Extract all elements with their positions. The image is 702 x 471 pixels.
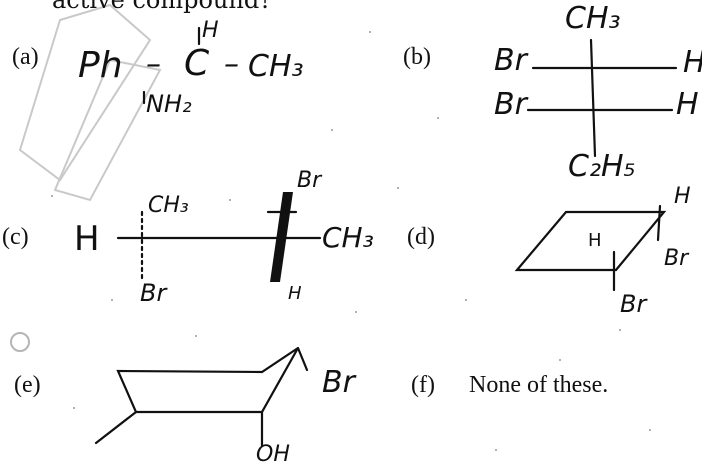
atom-d-h-top: H [674,184,691,209]
question-fragment: active compound? [52,0,273,14]
option-a-label: (a) [12,44,39,70]
bond-a-right: – [224,47,239,82]
atom-c-br-bottom: Br [140,279,167,307]
fischer-vertical [589,38,597,158]
atom-d-h-inner: H [588,230,602,251]
atom-d-br-bottom: Br [620,290,647,318]
wedge-bond-c [270,192,293,282]
atom-b-ch3: CH₃ [565,1,621,36]
bond-a-left: – [146,47,161,82]
atom-c-ch3-top: CH₃ [148,193,189,218]
atom-b-h1: H [683,48,702,78]
option-d-label: (d) [407,224,435,250]
atom-a-ch3: CH₃ [248,49,304,84]
atom-b-br2: Br [494,87,527,122]
option-e-label: (e) [14,372,41,398]
option-f-label: (f) [411,372,435,398]
option-b-label: (b) [403,44,431,70]
ring-d [514,210,667,272]
atom-e-oh: OH [256,442,290,467]
atom-c-br-top: Br [297,168,322,193]
atom-c-h-bottom: H [288,283,302,304]
atom-b-br1: Br [494,43,527,78]
atom-a-c: C [184,43,210,84]
atom-d-br-right: Br [664,246,689,271]
atom-a-ph: Ph [78,45,123,86]
atom-b-h2: H [676,87,699,122]
atom-c-ch3-right: CH₃ [322,221,374,254]
atom-b-c2h5: C₂H₅ [568,149,636,184]
atom-c-h-left: H [74,219,100,259]
atom-a-nh2: NH₂ [146,90,192,118]
option-c-label: (c) [2,224,29,250]
atom-e-br: Br [322,365,355,400]
atom-a-h: H [202,18,219,43]
option-f-text: None of these. [469,372,609,398]
